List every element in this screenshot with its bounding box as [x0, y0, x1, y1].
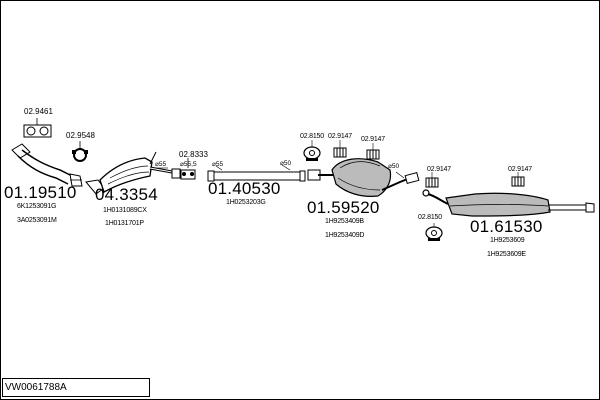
rear-silencer-icon [422, 189, 595, 217]
middle-silencer-number: 01.59520 [307, 198, 380, 217]
centre-pipe-number: 01.40530 [208, 179, 281, 198]
centre-pipe-icon [207, 164, 306, 182]
front-pipe-icon [11, 143, 83, 187]
mount-02-9147-a-icon [333, 140, 347, 158]
middle-mount-number-3: 02.9147 [361, 136, 385, 143]
mount-02-9147-c-icon [425, 172, 439, 188]
middle-silencer-oem-1: 1H9253409B [325, 218, 364, 225]
middle-mount-number-2: 02.9147 [328, 133, 352, 140]
rear-silencer-oem-2: 1H9253609E [487, 251, 526, 258]
rear-mount-number-1: 02.9147 [427, 166, 451, 173]
rear-mount-number-2: 02.8150 [418, 214, 442, 221]
middle-mount-number-1: 02.8150 [300, 133, 324, 140]
rear-mount-number-3: 02.9147 [508, 166, 532, 173]
connector-clamp-number: 02.8333 [179, 150, 208, 159]
catalyst-oem-1: 1H0131089CX [103, 207, 147, 214]
mount-02-9147-d-icon [511, 172, 525, 187]
front-gasket-number: 02.9461 [24, 107, 53, 116]
connector-dim-55: ⌀55 [155, 161, 167, 168]
front-pipe-oem-1: 6K1253091G [17, 203, 57, 210]
centre-pipe-oem-1: 1H0253203G [226, 199, 266, 206]
diagram-code: VW0061788A [5, 382, 67, 393]
mount-02-8150-a-icon [303, 140, 321, 161]
centre-pipe-dim-55: ⌀55 [212, 161, 224, 168]
diagram-code-box [2, 378, 150, 397]
catalyst-number: 04.3354 [95, 185, 158, 204]
connector-dim-55-5: ⌀55,5 [180, 161, 197, 168]
front-clamp-icon [72, 141, 88, 162]
front-gasket-icon [23, 118, 52, 138]
catalyst-oem-2: 1H0131701P [105, 220, 144, 227]
rear-silencer-number: 01.61530 [470, 217, 543, 236]
connector-clamp-icon [156, 158, 196, 180]
middle-silencer-icon [307, 158, 420, 197]
mount-02-9147-b-icon [366, 143, 380, 160]
front-pipe-oem-2: 3A0253091M [17, 217, 57, 224]
front-clamp-number: 02.9548 [66, 131, 95, 140]
rear-silencer-oem-1: 1H9253609 [490, 237, 525, 244]
centre-pipe-dim-50: ⌀50 [280, 160, 292, 167]
middle-silencer-dim-50: ⌀50 [388, 163, 400, 170]
mount-02-8150-b-icon [425, 223, 443, 241]
front-pipe-number: 01.19510 [4, 183, 77, 202]
middle-silencer-oem-2: 1H9253409D [325, 232, 365, 239]
catalyst-icon [85, 151, 173, 195]
